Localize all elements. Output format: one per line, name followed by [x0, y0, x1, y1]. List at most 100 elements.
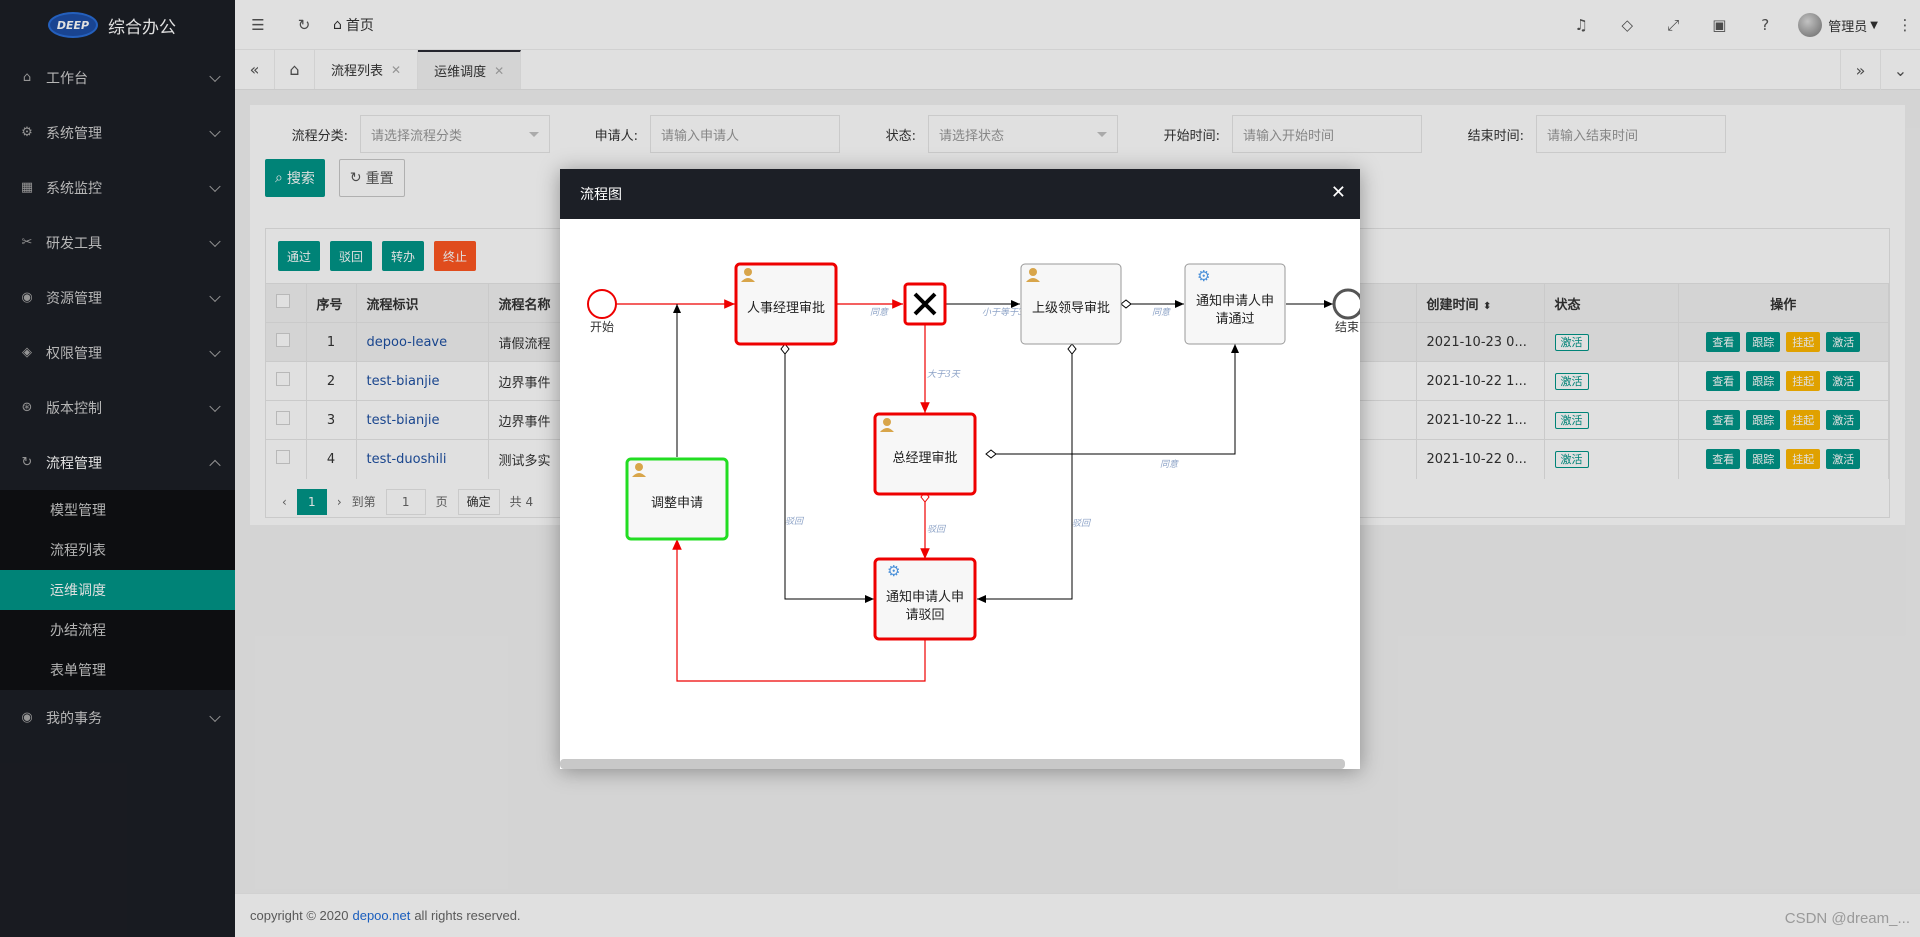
row-checkbox-cell[interactable] — [266, 400, 307, 440]
lock-icon[interactable]: ▣ — [1712, 16, 1727, 34]
topbar: ☰ ↻ ⌂首页 ♫ ◇ ⤢ ▣ ? 管理员▼ ⋮ — [235, 0, 1920, 50]
sidebar-item-model[interactable]: 模型管理 — [50, 503, 106, 519]
key-cell[interactable]: test-bianjie — [356, 361, 489, 401]
activate-button[interactable]: 激活 — [1826, 449, 1861, 470]
sidebar-item-version[interactable]: ⊛版本控制 — [0, 380, 235, 435]
sidebar-item-devtools[interactable]: ✂研发工具 — [0, 215, 235, 270]
view-button[interactable]: 查看 — [1706, 332, 1741, 352]
home-link[interactable]: ⌂首页 — [333, 15, 374, 35]
tab-home-icon[interactable]: ⌂ — [275, 50, 315, 89]
menu-toggle-icon[interactable]: ☰ — [251, 15, 265, 34]
sidebar-item-finished[interactable]: 办结流程 — [50, 623, 106, 639]
key-cell[interactable]: depoo-leave — [356, 322, 489, 362]
row-checkbox[interactable] — [276, 411, 290, 425]
copyright-text: copyright © 2020 — [250, 908, 349, 923]
view-button[interactable]: 查看 — [1706, 371, 1741, 391]
prev-page-icon[interactable]: ‹ — [282, 494, 287, 509]
task-label-line1: 通知申请人申 — [886, 589, 964, 605]
edge-label-reject: 驳回 — [785, 516, 805, 527]
help-icon[interactable]: ? — [1761, 16, 1770, 34]
sidebar-item-ops-schedule[interactable]: 运维调度 — [0, 570, 235, 610]
task-notify-pass[interactable]: ⚙ 通知申请人申 请通过 — [1184, 263, 1286, 345]
track-button[interactable]: 跟踪 — [1746, 332, 1781, 352]
fullscreen-icon[interactable]: ⤢ — [1667, 16, 1680, 34]
tab-process-list[interactable]: 流程列表✕ — [315, 50, 419, 89]
tabs-scroll-left-icon[interactable]: « — [235, 50, 275, 89]
reset-button[interactable]: ↻重置 — [338, 159, 405, 197]
category-select[interactable]: 请选择流程分类 — [360, 115, 550, 153]
sidebar-item-system[interactable]: ⚙系统管理 — [0, 105, 235, 160]
suspend-button[interactable]: 挂起 — [1786, 449, 1821, 470]
activate-button[interactable]: 激活 — [1826, 410, 1861, 430]
row-checkbox-cell[interactable] — [266, 439, 307, 479]
filter-form: 流程分类: 请选择流程分类 申请人: 请输入申请人 状态: 请选择状态 开始时间… — [250, 115, 1905, 153]
confirm-page-button[interactable]: 确定 — [457, 488, 500, 515]
task-leader-approve[interactable]: 上级领导审批 — [1020, 263, 1122, 345]
view-button[interactable]: 查看 — [1706, 410, 1741, 430]
next-page-icon[interactable]: › — [336, 494, 342, 509]
edge-label-agree: 同意 — [1152, 307, 1171, 318]
sort-icon[interactable]: ⬍ — [1483, 300, 1492, 312]
task-hr-approve[interactable]: 人事经理审批 — [734, 262, 838, 346]
user-menu[interactable]: 管理员▼ — [1798, 13, 1878, 37]
activate-button[interactable]: 激活 — [1826, 332, 1861, 352]
task-label: 调整申请 — [651, 496, 703, 511]
footer-link[interactable]: depoo.net — [352, 908, 411, 923]
reject-button[interactable]: 驳回 — [330, 241, 373, 271]
task-gm-approve[interactable]: 总经理审批 — [873, 412, 977, 496]
terminate-button[interactable]: 终止 — [434, 241, 477, 271]
row-checkbox-cell[interactable] — [266, 322, 307, 362]
key-cell[interactable]: test-duoshili — [356, 439, 489, 479]
task-notify-reject[interactable]: ⚙ 通知申请人申 请驳回 — [873, 557, 977, 641]
applicant-input[interactable]: 请输入申请人 — [650, 115, 840, 153]
tabs-scroll-right-icon[interactable]: » — [1840, 50, 1880, 90]
pagination: ‹ 1 › 到第 1 页 确定 共 4 — [266, 479, 1889, 525]
bell-icon[interactable]: ♫ — [1574, 16, 1588, 34]
select-all-cell[interactable] — [266, 283, 307, 323]
close-icon[interactable]: ✕ — [391, 62, 402, 77]
track-button[interactable]: 跟踪 — [1746, 371, 1781, 391]
close-icon[interactable]: ✕ — [494, 63, 505, 78]
activate-button[interactable]: 激活 — [1826, 371, 1861, 391]
sidebar-item-process[interactable]: ↻流程管理 — [0, 435, 235, 490]
track-button[interactable]: 跟踪 — [1746, 449, 1781, 470]
select-all-checkbox[interactable] — [276, 294, 290, 308]
status-select[interactable]: 请选择状态 — [928, 115, 1118, 153]
sidebar-item-forms[interactable]: 表单管理 — [50, 663, 106, 679]
view-button[interactable]: 查看 — [1706, 449, 1741, 470]
sidebar-item-permissions[interactable]: ◈权限管理 — [0, 325, 235, 380]
sidebar-item-monitor[interactable]: ▦系统监控 — [0, 160, 235, 215]
start-time-input[interactable]: 请输入开始时间 — [1232, 115, 1422, 153]
sidebar-item-workbench[interactable]: ⌂工作台 — [0, 50, 235, 105]
created-cell: 2021-10-23 0... — [1416, 322, 1545, 362]
search-button[interactable]: ⌕搜索 — [265, 159, 325, 197]
tab-ops-schedule[interactable]: 运维调度✕ — [418, 50, 522, 89]
tag-icon[interactable]: ◇ — [1621, 16, 1634, 34]
pass-button[interactable]: 通过 — [278, 241, 321, 271]
suspend-button[interactable]: 挂起 — [1786, 371, 1821, 391]
sidebar-item-process-list[interactable]: 流程列表 — [50, 543, 106, 559]
horizontal-scrollbar[interactable] — [560, 759, 1345, 769]
suspend-button[interactable]: 挂起 — [1786, 410, 1821, 430]
row-checkbox[interactable] — [276, 333, 290, 347]
page-input[interactable]: 1 — [385, 488, 426, 515]
transfer-button[interactable]: 转办 — [382, 241, 425, 271]
track-button[interactable]: 跟踪 — [1746, 410, 1781, 430]
page-number[interactable]: 1 — [296, 488, 327, 515]
more-vertical-icon[interactable]: ⋮ — [1897, 16, 1913, 34]
row-checkbox-cell[interactable] — [266, 361, 307, 401]
row-checkbox[interactable] — [276, 450, 290, 465]
end-time-input[interactable]: 请输入结束时间 — [1536, 115, 1726, 153]
refresh-icon[interactable]: ↻ — [297, 15, 311, 34]
sidebar-item-my-tasks[interactable]: ◉我的事务 — [0, 690, 235, 745]
shield-icon: ◈ — [22, 345, 32, 360]
suspend-button[interactable]: 挂起 — [1786, 332, 1821, 352]
created-header[interactable]: 创建时间 ⬍ — [1416, 283, 1545, 323]
close-icon[interactable]: ✕ — [1330, 182, 1346, 203]
task-adjust[interactable]: 调整申请 — [625, 457, 729, 541]
status-badge: 激活 — [1554, 373, 1589, 390]
key-cell[interactable]: test-bianjie — [356, 400, 489, 440]
tabs-dropdown-icon[interactable]: ⌄ — [1880, 50, 1920, 90]
sidebar-item-resources[interactable]: ◉资源管理 — [0, 270, 235, 325]
row-checkbox[interactable] — [276, 372, 290, 386]
